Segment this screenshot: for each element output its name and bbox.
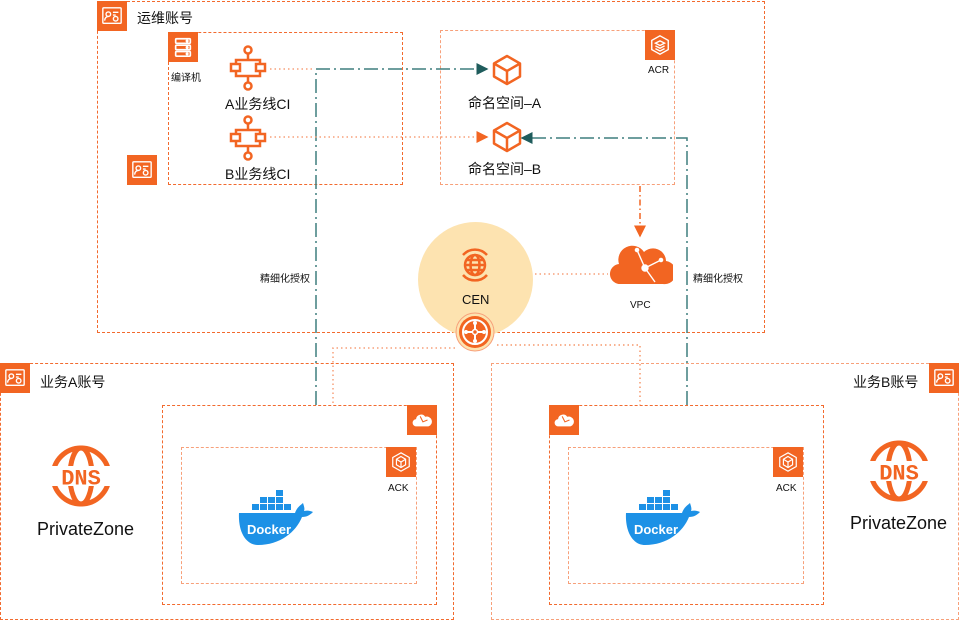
cube-icon [492,54,522,86]
cen-label: CEN [462,292,490,307]
globe-sync-icon [455,245,495,285]
business-a-dns-label: PrivateZone [37,519,135,539]
business-a-docker[interactable]: Docker [237,490,317,550]
acr-icon [645,30,675,60]
acr-label: ACR [648,65,670,76]
business-b-dns-label: PrivateZone [850,513,948,533]
pipeline-a[interactable] [228,45,268,95]
compiler-label: 编译机 [171,73,201,84]
pipeline-b[interactable] [228,115,268,165]
namespace-a[interactable] [490,53,524,87]
namespace-b[interactable] [490,120,524,154]
business-a-account-icon [0,363,30,393]
business-a-ack-group [181,447,417,584]
vpc-cloud-icon [609,245,677,285]
svg-text:Docker: Docker [634,522,678,537]
business-a-ack-icon [386,447,416,477]
docker-icon: Docker [625,490,700,545]
ops-account-icon [97,1,127,31]
business-b-vpc-icon [549,405,579,435]
business-b-account-icon [929,363,959,393]
account-icon [127,155,157,185]
docker-icon: Docker [238,490,313,545]
vpc-label: VPC [630,300,651,311]
auth-label-right: 精细化授权 [693,274,743,285]
namespace-a-label: 命名空间–A [468,95,542,111]
cen-router-icon[interactable] [455,312,495,352]
dns-icon: DNS [868,440,930,502]
svg-text:DNS: DNS [61,467,101,492]
pipeline-b-label: B业务线CI [225,166,291,182]
auth-label-left: 精细化授权 [260,274,310,285]
svg-text:DNS: DNS [879,462,919,487]
business-a-account-group [0,363,454,620]
business-a-ack-label: ACK [388,483,409,494]
namespace-b-label: 命名空间–B [468,161,542,177]
business-a-title: 业务A账号 [40,374,106,390]
business-b-ack-icon [773,447,803,477]
business-b-ack-group [568,447,804,584]
ops-account-title: 运维账号 [137,10,193,26]
business-b-docker[interactable]: Docker [624,490,704,550]
business-b-vpc-group [549,405,824,605]
business-b-ack-label: ACK [776,483,797,494]
pipeline-a-label: A业务线CI [225,96,291,112]
business-b-title: 业务B账号 [853,374,919,390]
vpc-node[interactable] [609,242,677,288]
pipeline-icon [229,115,267,161]
svg-text:Docker: Docker [247,522,291,537]
dns-icon: DNS [50,445,112,507]
pipeline-icon [229,45,267,91]
server-icon [168,32,198,62]
business-a-vpc-group [162,405,437,605]
cube-icon [492,121,522,153]
business-a-vpc-icon [407,405,437,435]
business-b-account-group [491,363,959,620]
